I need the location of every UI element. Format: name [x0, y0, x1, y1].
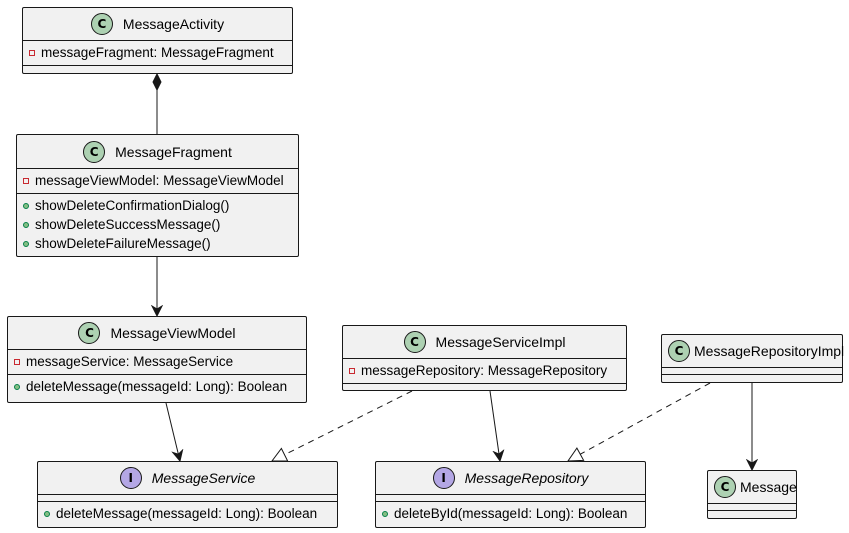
field-text: messageService: MessageService — [26, 354, 234, 369]
method-section: deleteById(messageId: Long): Boolean — [376, 501, 645, 526]
method-section: showDeleteConfirmationDialog() showDelet… — [17, 193, 298, 256]
interface-stereotype-icon: I — [432, 467, 455, 489]
public-visibility-icon — [23, 202, 29, 209]
class-stereotype-icon: C — [83, 140, 106, 163]
method-text: deleteMessage(messageId: Long): Boolean — [26, 379, 288, 394]
method-section — [708, 510, 796, 517]
association-viewmodel-service — [165, 402, 180, 461]
method-row: showDeleteConfirmationDialog() — [23, 196, 292, 215]
class-header: C MessageViewModel — [8, 317, 306, 349]
method-section: deleteMessage(messageId: Long): Boolean — [8, 374, 306, 399]
class-stereotype-icon: C — [403, 331, 426, 353]
method-text: showDeleteFailureMessage() — [35, 236, 211, 251]
method-section: deleteMessage(messageId: Long): Boolean — [38, 501, 337, 526]
class-stereotype-icon: C — [668, 340, 690, 362]
class-message-fragment[interactable]: C MessageFragment messageViewModel: Mess… — [16, 134, 299, 257]
class-header: C MessageRepositoryImpl — [662, 335, 845, 367]
method-text: deleteById(messageId: Long): Boolean — [394, 506, 628, 521]
field-section — [376, 494, 645, 501]
class-stereotype-icon: C — [90, 13, 113, 35]
public-visibility-icon — [23, 221, 29, 228]
field-section — [662, 367, 842, 374]
method-text: showDeleteConfirmationDialog() — [35, 198, 230, 213]
class-message-activity[interactable]: C MessageActivity messageFragment: Messa… — [22, 7, 293, 74]
class-name: MessageViewModel — [110, 325, 236, 341]
realization-serviceimpl-service — [272, 390, 413, 461]
interface-name: MessageService — [151, 470, 256, 486]
field-section: messageRepository: MessageRepository — [343, 358, 626, 383]
realization-repositoryimpl-repository — [568, 382, 711, 461]
method-row: deleteMessage(messageId: Long): Boolean — [14, 377, 300, 396]
method-text: deleteMessage(messageId: Long): Boolean — [56, 506, 318, 521]
method-row: deleteById(messageId: Long): Boolean — [382, 504, 639, 523]
field-row: messageFragment: MessageFragment — [29, 43, 286, 62]
class-stereotype-icon: C — [78, 322, 101, 344]
public-visibility-icon — [44, 510, 50, 517]
field-text: messageFragment: MessageFragment — [41, 45, 274, 60]
field-section: messageService: MessageService — [8, 349, 306, 374]
class-header: C MessageServiceImpl — [343, 326, 626, 358]
class-message[interactable]: C Message — [707, 470, 797, 519]
class-name: MessageActivity — [122, 16, 225, 32]
class-message-service-impl[interactable]: C MessageServiceImpl messageRepository: … — [342, 325, 627, 391]
field-row: messageService: MessageService — [14, 352, 300, 371]
association-serviceimpl-repository — [489, 390, 500, 461]
interface-stereotype-icon: I — [119, 467, 142, 489]
class-name: MessageFragment — [115, 143, 232, 160]
field-row: messageRepository: MessageRepository — [349, 361, 620, 380]
field-text: messageViewModel: MessageViewModel — [35, 173, 284, 188]
method-section — [343, 383, 626, 390]
interface-message-service[interactable]: I MessageService deleteMessage(messageId… — [37, 461, 338, 528]
class-stereotype-icon: C — [714, 476, 736, 498]
field-section: messageFragment: MessageFragment — [23, 40, 292, 65]
class-header: I MessageRepository — [376, 462, 645, 494]
method-text: showDeleteSuccessMessage() — [35, 217, 221, 232]
method-row: showDeleteSuccessMessage() — [23, 215, 292, 234]
class-name: MessageRepositoryImpl — [694, 343, 845, 359]
public-visibility-icon — [23, 240, 29, 247]
field-section — [708, 503, 796, 510]
class-name: MessageServiceImpl — [435, 334, 566, 350]
class-header: C MessageFragment — [17, 135, 298, 168]
class-header: C MessageActivity — [23, 8, 292, 40]
public-visibility-icon — [14, 383, 20, 390]
private-visibility-icon — [14, 358, 20, 365]
class-header: I MessageService — [38, 462, 337, 494]
method-section — [662, 374, 842, 381]
class-header: C Message — [708, 471, 797, 503]
field-text: messageRepository: MessageRepository — [361, 363, 608, 378]
private-visibility-icon — [29, 49, 35, 56]
interface-message-repository[interactable]: I MessageRepository deleteById(messageId… — [375, 461, 646, 528]
method-section — [23, 65, 292, 72]
private-visibility-icon — [349, 367, 355, 374]
method-row: deleteMessage(messageId: Long): Boolean — [44, 504, 331, 523]
field-row: messageViewModel: MessageViewModel — [23, 171, 292, 190]
field-section: messageViewModel: MessageViewModel — [17, 168, 298, 193]
class-message-repository-impl[interactable]: C MessageRepositoryImpl — [661, 334, 845, 383]
interface-name: MessageRepository — [464, 470, 589, 486]
public-visibility-icon — [382, 510, 388, 517]
class-message-view-model[interactable]: C MessageViewModel messageService: Messa… — [7, 316, 307, 403]
private-visibility-icon — [23, 177, 29, 184]
method-row: showDeleteFailureMessage() — [23, 234, 292, 253]
field-section — [38, 494, 337, 501]
class-name: Message — [740, 479, 797, 495]
